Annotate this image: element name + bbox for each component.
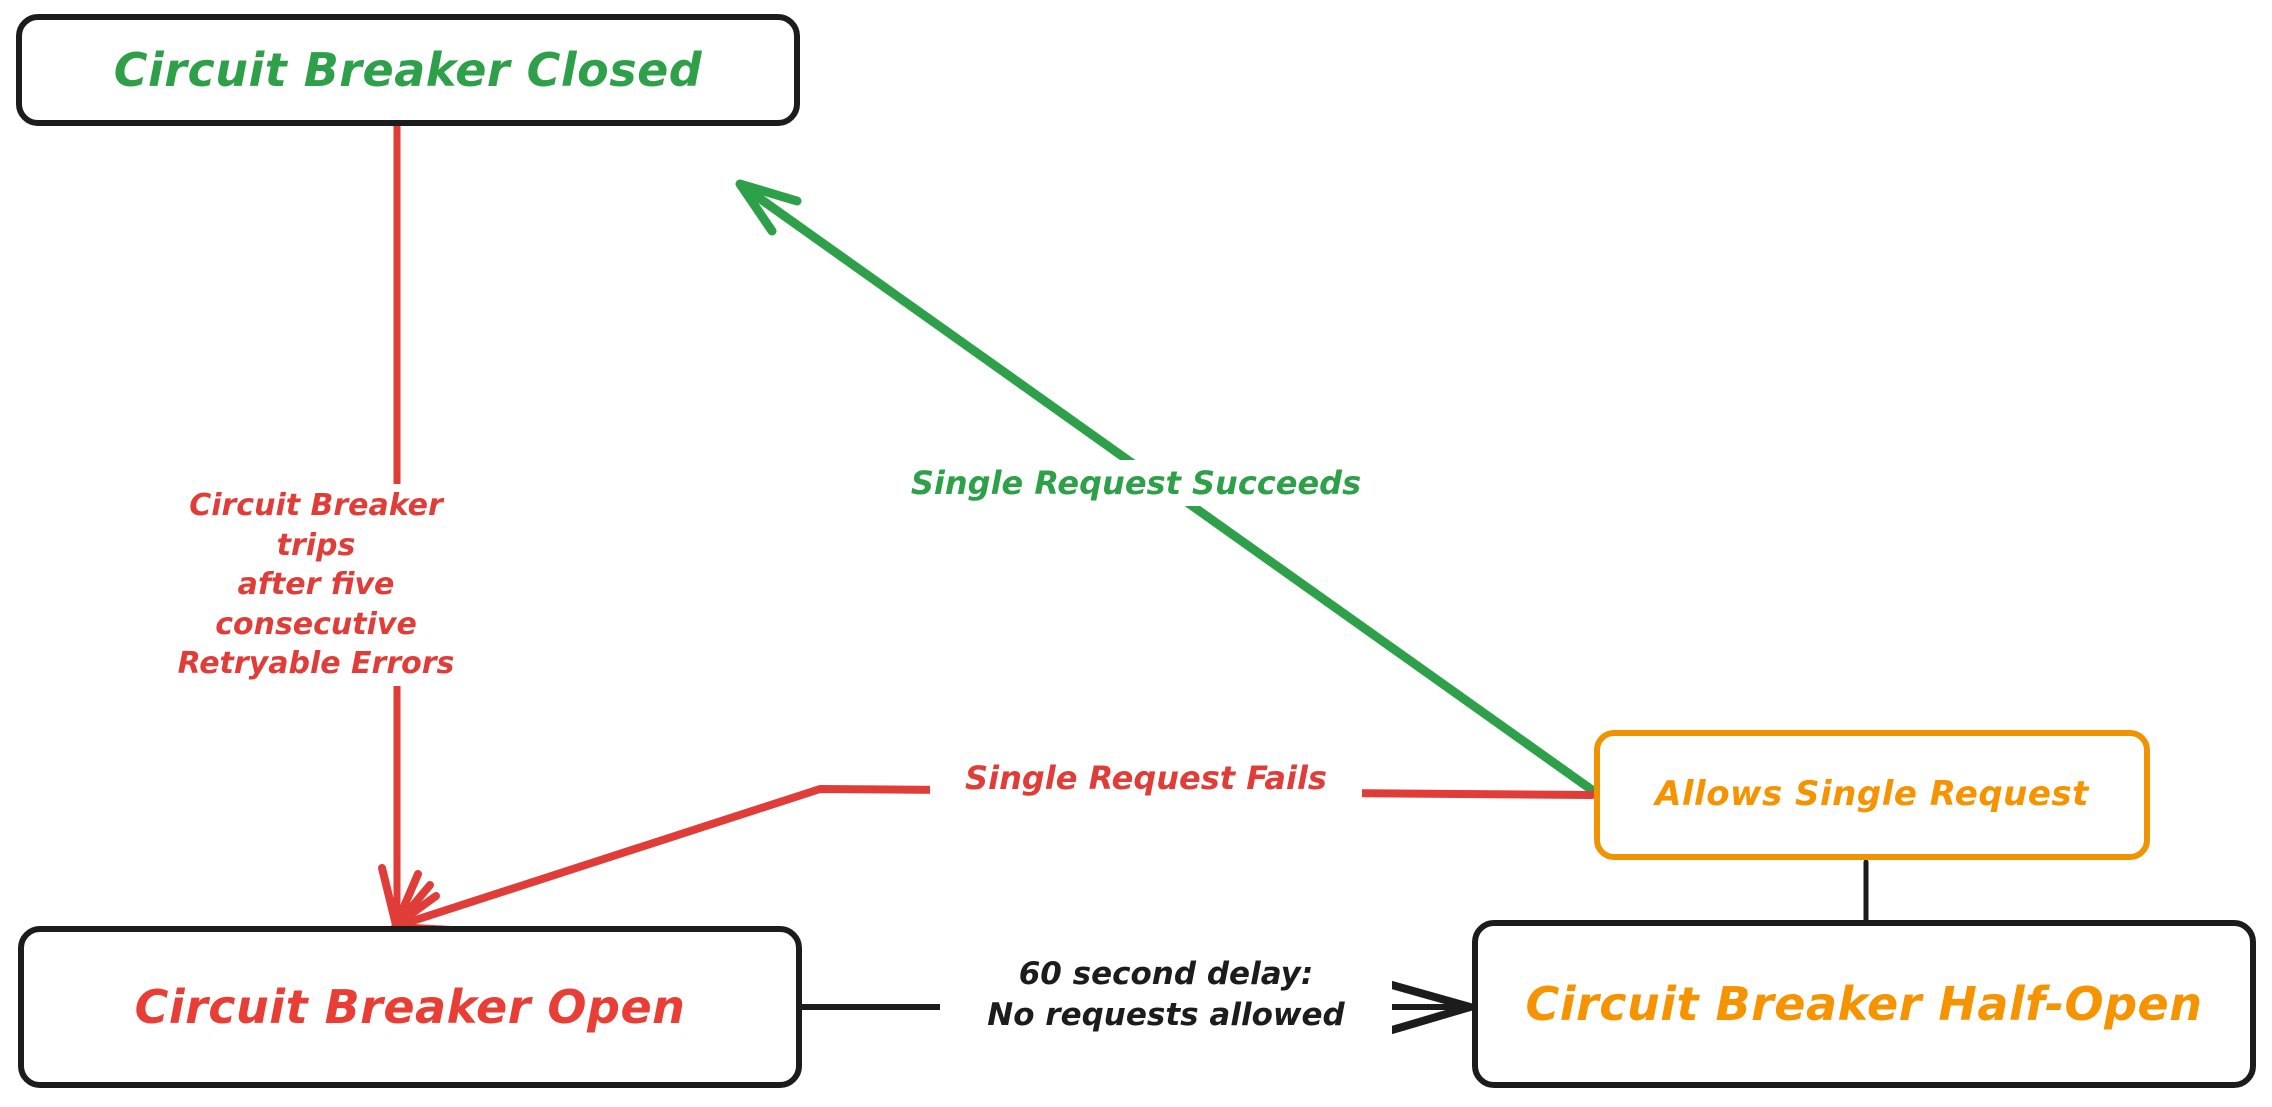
node-label-allows: Allows Single Request	[1655, 774, 2089, 815]
node-circuit-breaker-closed[interactable]: Circuit Breaker Closed	[16, 14, 800, 126]
edge-label-closed-to-open: Circuit Breaker trips after five consecu…	[150, 484, 482, 686]
edge-allows-to-open	[391, 785, 1596, 934]
edge-label-open-to-half-open: 60 second delay: No requests allowed	[940, 952, 1392, 1038]
edge-label-allows-to-open: Single Request Fails	[930, 755, 1362, 802]
node-circuit-breaker-half-open[interactable]: Circuit Breaker Half-Open	[1472, 920, 2256, 1088]
node-allows-single-request[interactable]: Allows Single Request	[1594, 730, 2150, 860]
edge-label-allows-to-closed: Single Request Succeeds	[880, 460, 1392, 507]
node-label-half-open: Circuit Breaker Half-Open	[1525, 976, 2203, 1031]
node-circuit-breaker-open[interactable]: Circuit Breaker Open	[18, 926, 802, 1088]
node-label-closed: Circuit Breaker Closed	[113, 42, 703, 97]
node-label-open: Circuit Breaker Open	[134, 979, 686, 1034]
